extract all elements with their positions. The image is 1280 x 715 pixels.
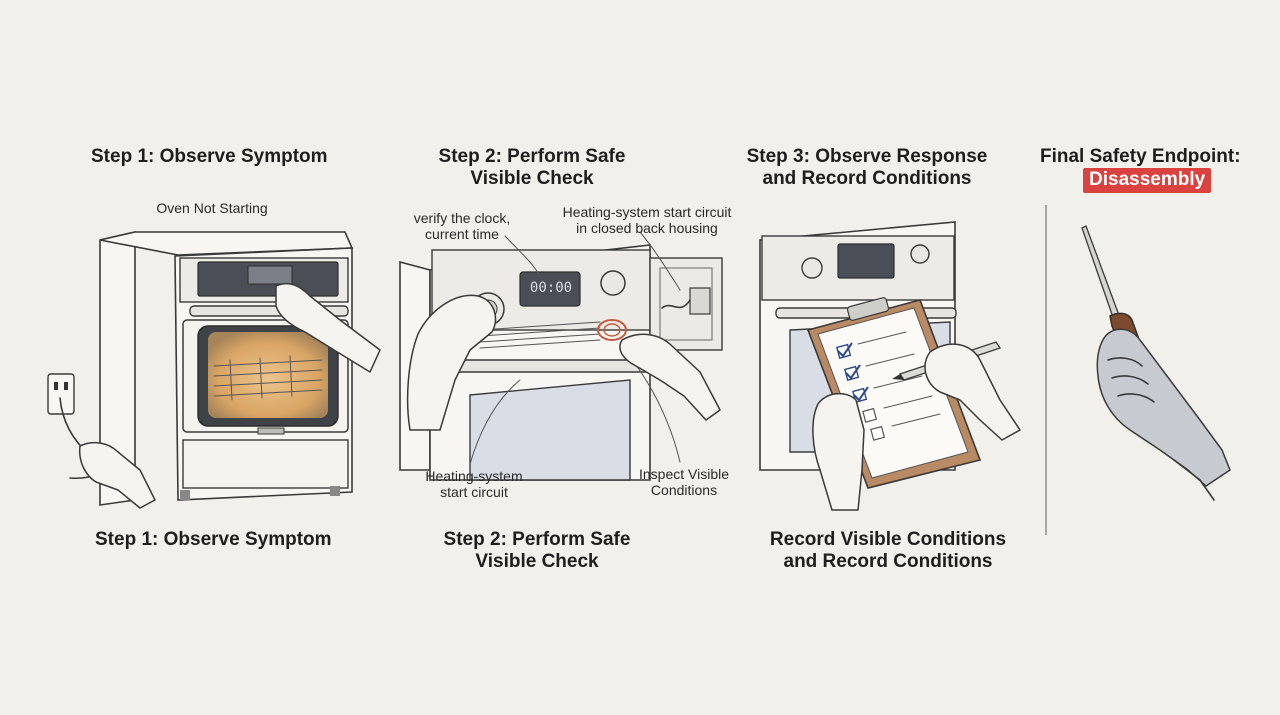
hand-icon [812,343,1021,511]
glove-icon [1096,328,1231,501]
step3-caption-line1: Record Visible Conditions [769,529,1007,550]
callout-inspect-conditions-line2: Conditions [650,482,718,499]
step2-caption-line1: Step 2: Perform Safe [443,529,631,550]
callout-start-circuit-housing: Heating-system start circuit in closed b… [549,204,745,236]
callout-inspect-conditions: Inspect Visible Conditions [626,466,742,498]
callout-start-circuit-housing-line2: in closed back housing [576,220,718,237]
checkbox-icon [836,342,886,441]
oven-not-starting-label: Oven Not Starting [156,200,268,216]
step3-heading: Step 3: Observe Response and Record Cond… [745,146,989,190]
callout-verify-clock-line2: current time [425,226,499,243]
callout-verify-clock: verify the clock, current time [400,210,524,242]
clock-display-text: 00:00 [529,280,573,296]
hand-icon [406,294,721,431]
step1-heading: Step 1: Observe Symptom [91,146,328,167]
callout-start-circuit-housing-line1: Heating-system start circuit [562,204,732,220]
step1-caption: Step 1: Observe Symptom [95,529,332,550]
step2-heading-line1: Step 2: Perform Safe [438,146,626,167]
step3-caption-line2: and Record Conditions [783,550,993,572]
step2-caption: Step 2: Perform Safe Visible Check [437,529,637,573]
step2-caption-line2: Visible Check [475,550,599,572]
oven-icon [99,230,354,506]
callout-heating-start-circuit-line2: start circuit [440,484,508,501]
step2-heading-line2: Visible Check [470,167,594,189]
final-safety-heading: Final Safety Endpoint: [1040,146,1241,167]
hand-icon [78,282,381,509]
callout-inspect-conditions-line1: Inspect Visible [638,466,729,482]
step2-heading: Step 2: Perform Safe Visible Check [432,146,632,190]
callout-heating-start-circuit: Heating-system start circuit [406,468,542,500]
step3-caption: Record Visible Conditions and Record Con… [766,529,1010,573]
callout-heating-start-circuit-line1: Heating-system [425,468,523,484]
disassembly-badge: Disassembly [1083,168,1212,193]
step3-heading-line1: Step 3: Observe Response [746,146,988,167]
step3-heading-line2: and Record Conditions [762,167,972,189]
callout-verify-clock-line1: verify the clock, [413,210,511,226]
